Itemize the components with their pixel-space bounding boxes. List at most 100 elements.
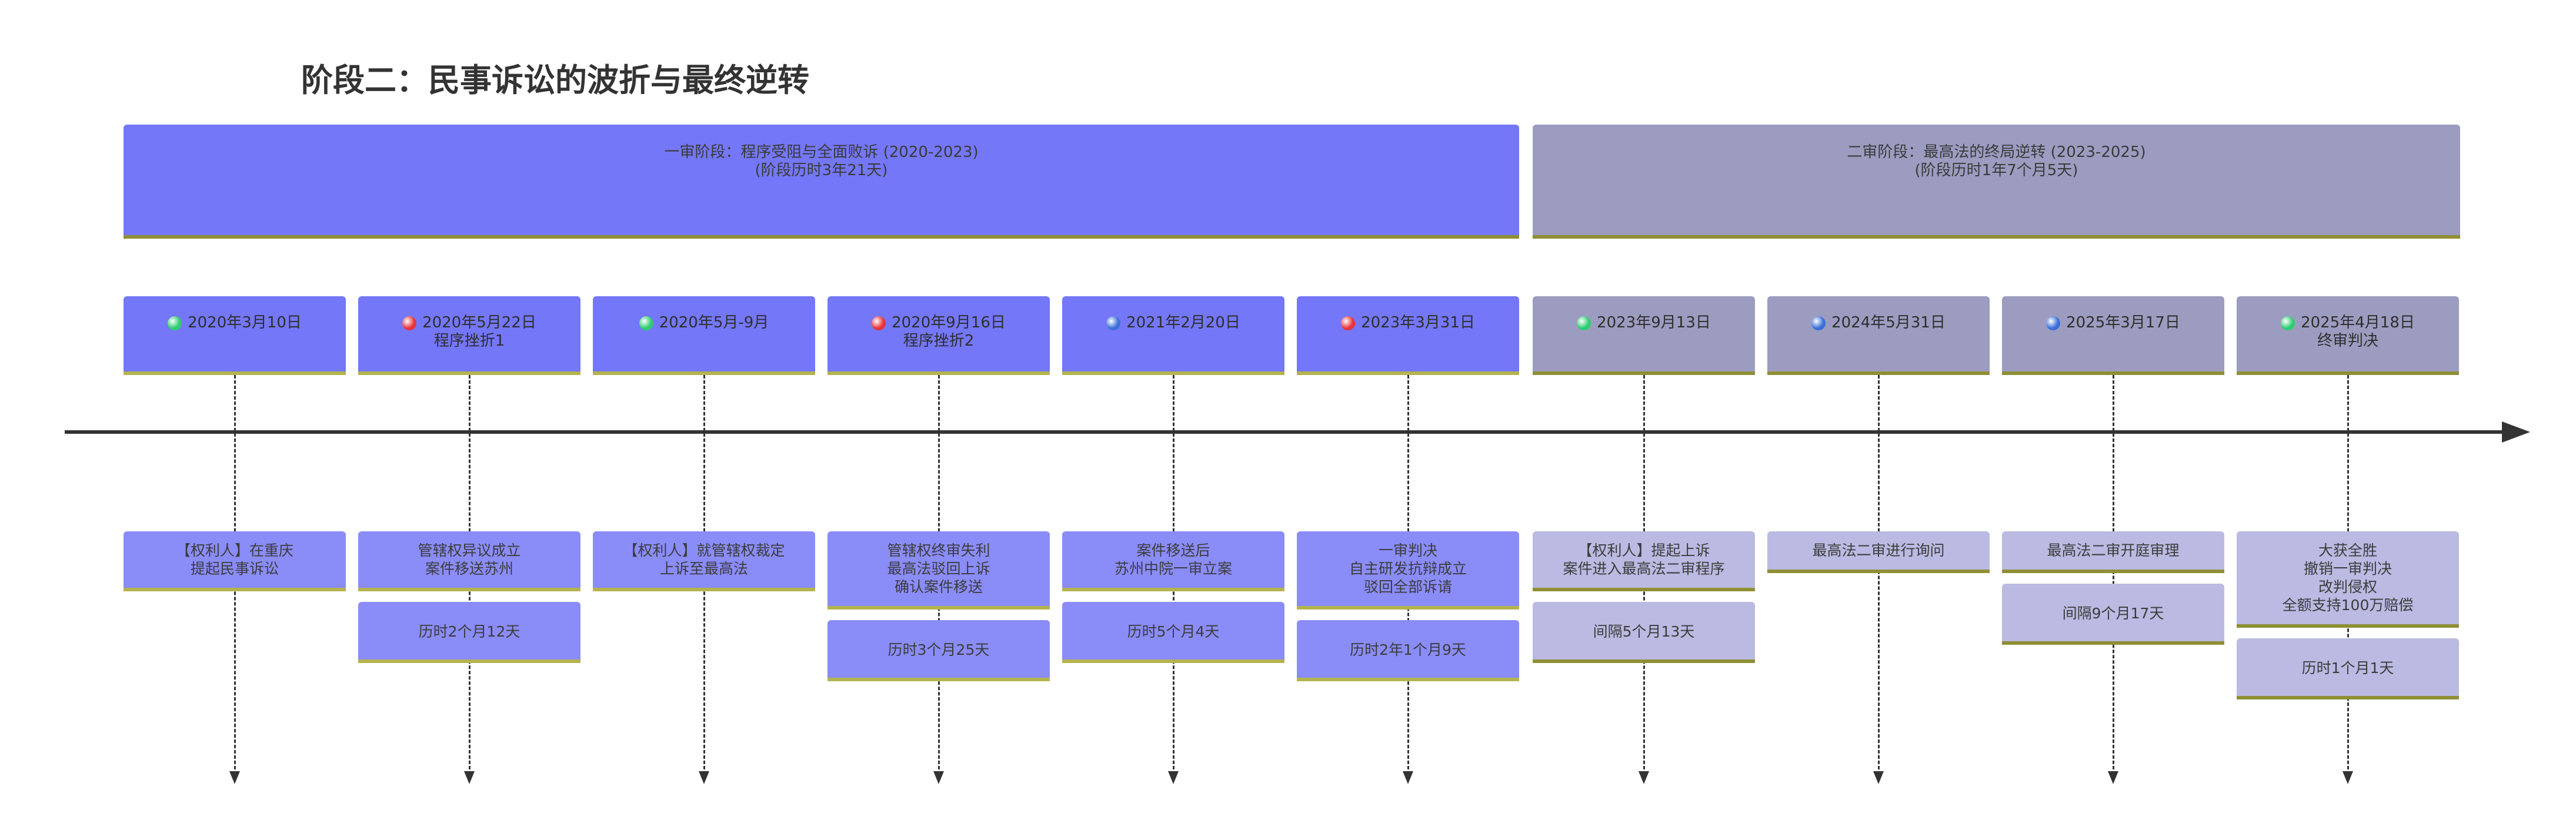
milestone-subtitle: 终审判决: [2317, 332, 2378, 350]
connector-arrow-icon: [933, 771, 944, 784]
milestone-event-box: 最高法二审进行询问: [1767, 531, 1990, 573]
event-text-line: 案件进入最高法二审程序: [1563, 560, 1725, 577]
connector-arrow-icon: [1873, 771, 1884, 784]
event-text-line: 大获全胜: [2318, 542, 2377, 559]
timeline-axis: [65, 430, 2505, 434]
milestone-connector-line: [1878, 375, 1880, 775]
milestone-subtitle: 程序挫折1: [433, 332, 505, 350]
duration-text: 历时5个月4天: [1127, 623, 1220, 640]
connector-arrow-icon: [464, 771, 475, 784]
event-text-line: 改判侵权: [2318, 578, 2377, 595]
milestone-date-row: 2025年4月18日: [2281, 314, 2415, 332]
milestone-date-row: 2020年3月10日: [168, 314, 302, 332]
milestone-date-row: 2020年5月22日: [402, 314, 536, 332]
milestone-duration-box: 间隔9个月17天: [2002, 584, 2224, 645]
milestone-duration-box: 历时2个月12天: [358, 602, 580, 663]
duration-text: 间隔5个月13天: [1593, 623, 1695, 640]
event-text-line: 管辖权异议成立: [418, 542, 521, 559]
connector-arrow-icon: [2343, 771, 2353, 784]
milestone-date-row: 2024年5月31日: [1811, 314, 1946, 332]
milestone-date-row: 2021年2月20日: [1106, 314, 1240, 332]
milestone-event-box: 一审判决自主研发抗辩成立驳回全部诉请: [1297, 531, 1519, 610]
milestone-date: 2020年3月10日: [188, 314, 302, 332]
milestone-duration-box: 历时1个月1天: [2237, 638, 2459, 699]
event-text-line: 一审判决: [1378, 542, 1437, 559]
duration-text: 历时2个月12天: [418, 623, 520, 640]
milestone-date-card: 2023年3月31日: [1297, 296, 1519, 375]
event-text-line: 案件移送苏州: [425, 560, 513, 577]
milestone-date: 2023年3月31日: [1361, 314, 1475, 332]
milestone-connector-line: [2113, 375, 2114, 775]
event-text-line: 管辖权终审失利: [887, 542, 990, 559]
milestone-event-box: 【权利人】在重庆提起民事诉讼: [124, 531, 346, 591]
event-text-line: 提起民事诉讼: [190, 560, 279, 577]
milestone-date-card: 2020年5月22日程序挫折1: [358, 296, 580, 375]
milestone-date: 2025年4月18日: [2301, 314, 2415, 332]
milestone-date-row: 2023年3月31日: [1341, 314, 1475, 332]
milestone-date-card: 2024年5月31日: [1767, 296, 1990, 375]
milestone-date: 2024年5月31日: [1831, 314, 1946, 332]
duration-text: 历时3个月25天: [887, 641, 990, 658]
phase-header-duration: (阶段历时3年21天): [755, 162, 888, 179]
red-status-dot-icon: [872, 316, 886, 330]
event-text-line: 上诉至最高法: [659, 560, 748, 577]
phase-header-second-instance: 二审阶段：最高法的终局逆转 (2023-2025) (阶段历时1年7个月5天): [1533, 125, 2460, 239]
milestone-event-box: 管辖权异议成立案件移送苏州: [358, 531, 580, 591]
event-text-line: 自主研发抗辩成立: [1349, 560, 1467, 577]
event-text-line: 最高法二审进行询问: [1812, 542, 1945, 559]
milestone-event-box: 大获全胜撤销一审判决改判侵权全额支持100万赔偿: [2237, 531, 2459, 628]
connector-arrow-icon: [1168, 771, 1179, 784]
event-text-line: 最高法驳回上诉: [887, 560, 990, 577]
green-status-dot-icon: [168, 316, 182, 330]
connector-arrow-icon: [1403, 771, 1413, 784]
connector-arrow-icon: [229, 771, 240, 784]
milestone-date: 2021年2月20日: [1126, 314, 1240, 332]
phase-header-title: 一审阶段：程序受阻与全面败诉 (2020-2023): [664, 143, 979, 161]
milestone-date-card: 2025年4月18日终审判决: [2237, 296, 2459, 375]
milestone-date: 2020年5月22日: [422, 314, 536, 332]
event-text-line: 苏州中院一审立案: [1114, 560, 1232, 577]
red-status-dot-icon: [1341, 316, 1356, 330]
green-status-dot-icon: [639, 316, 653, 330]
phase-header-first-instance: 一审阶段：程序受阻与全面败诉 (2020-2023) (阶段历时3年21天): [124, 125, 1519, 239]
page-title: 阶段二：民事诉讼的波折与最终逆转: [301, 62, 809, 99]
event-text-line: 确认案件移送: [894, 578, 983, 595]
milestone-date-row: 2023年9月13日: [1577, 314, 1711, 332]
event-text-line: 驳回全部诉请: [1363, 578, 1452, 595]
milestone-date: 2023年9月13日: [1597, 314, 1711, 332]
event-text-line: 【权利人】提起上诉: [1577, 542, 1710, 559]
duration-text: 历时1个月1天: [2301, 659, 2394, 677]
milestone-date-card: 2025年3月17日: [2002, 296, 2224, 375]
milestone-date-card: 2021年2月20日: [1062, 296, 1284, 375]
milestone-date: 2025年3月17日: [2066, 314, 2180, 332]
milestone-duration-box: 历时5个月4天: [1062, 602, 1284, 663]
milestone-subtitle: 程序挫折2: [903, 332, 975, 350]
milestone-date-row: 2020年5月-9月: [639, 314, 769, 332]
connector-arrow-icon: [2108, 771, 2118, 784]
event-text-line: 案件移送后: [1136, 542, 1210, 559]
connector-arrow-icon: [699, 771, 709, 784]
phase-header-duration: (阶段历时1年7个月5天): [1914, 162, 2078, 179]
milestone-event-box: 【权利人】就管辖权裁定上诉至最高法: [593, 531, 815, 591]
milestone-date: 2020年9月16日: [892, 314, 1006, 332]
red-status-dot-icon: [402, 316, 417, 330]
milestone-duration-box: 间隔5个月13天: [1533, 602, 1755, 663]
milestone-date-card: 2023年9月13日: [1533, 296, 1755, 375]
milestone-date-card: 2020年3月10日: [124, 296, 346, 375]
milestone-date: 2020年5月-9月: [659, 314, 769, 332]
green-status-dot-icon: [1577, 316, 1591, 330]
milestone-date-row: 2020年9月16日: [872, 314, 1006, 332]
milestone-event-box: 案件移送后苏州中院一审立案: [1062, 531, 1284, 591]
milestone-event-box: 最高法二审开庭审理: [2002, 531, 2224, 573]
green-status-dot-icon: [2281, 316, 2295, 330]
milestone-duration-box: 历时3个月25天: [827, 620, 1050, 681]
duration-text: 历时2年1个月9天: [1350, 641, 1466, 658]
connector-arrow-icon: [1639, 771, 1649, 784]
timeline-arrowhead: [2502, 421, 2530, 443]
milestone-date-card: 2020年9月16日程序挫折2: [827, 296, 1050, 375]
duration-text: 间隔9个月17天: [2062, 605, 2164, 622]
event-text-line: 全额支持100万赔偿: [2282, 597, 2414, 614]
milestone-date-card: 2020年5月-9月: [593, 296, 815, 375]
blue-status-dot-icon: [1106, 316, 1121, 330]
milestone-event-box: 管辖权终审失利最高法驳回上诉确认案件移送: [827, 531, 1050, 610]
